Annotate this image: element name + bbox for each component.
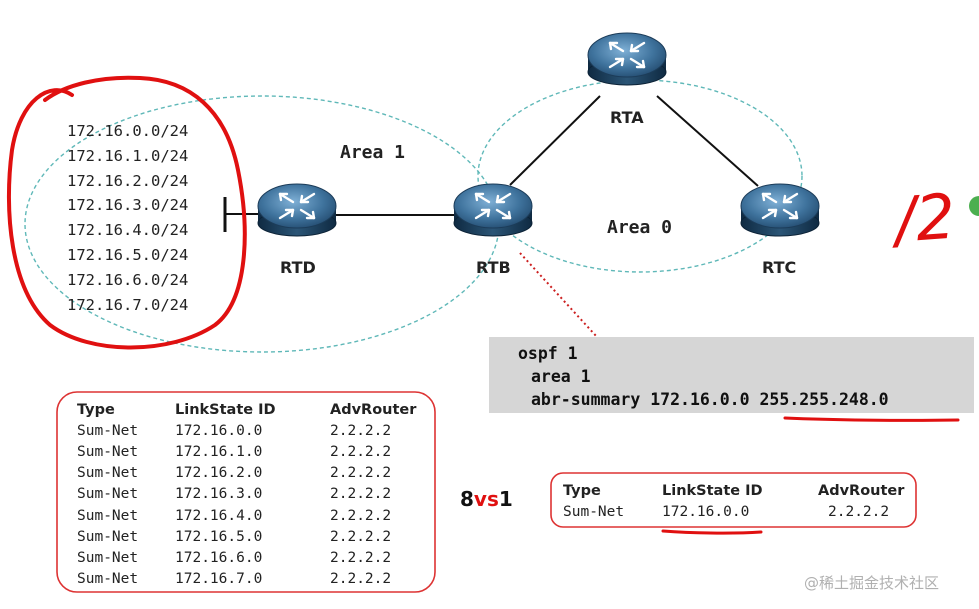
network-item: 172.16.2.0/24 [67, 172, 188, 190]
cell-lsid: 172.16.7.0 [175, 571, 262, 587]
table-after-header-type: Type [563, 483, 601, 499]
cell-type: Sum-Net [77, 550, 138, 566]
router-label-rtd: RTD [280, 258, 316, 277]
cell-lsid: 172.16.5.0 [175, 529, 262, 545]
comparison-mid: vs [474, 487, 499, 511]
comparison-left: 8 [460, 487, 474, 511]
lsdb-table-after [550, 472, 917, 528]
link-rtb-rta [509, 95, 601, 186]
network-item: 172.16.6.0/24 [67, 271, 188, 289]
network-list: 172.16.0.0/24 172.16.1.0/24 172.16.2.0/2… [67, 122, 188, 314]
router-rtb[interactable] [452, 182, 534, 238]
network-item: 172.16.5.0/24 [67, 246, 188, 264]
cell-adv: 2.2.2.2 [828, 504, 889, 520]
table-before-header-type: Type [77, 402, 115, 418]
cell-lsid: 172.16.0.0 [175, 423, 262, 439]
router-rtd[interactable] [256, 182, 338, 238]
table-after-header-lsid: LinkState ID [662, 483, 763, 499]
cell-adv: 2.2.2.2 [330, 423, 391, 439]
comparison-label: 8vs1 [460, 487, 513, 511]
config-line-3: abr-summary 172.16.0.0 255.255.248.0 [531, 390, 889, 409]
summary-underline [661, 529, 763, 535]
cell-adv: 2.2.2.2 [330, 486, 391, 502]
table-row: Sum-Net 172.16.6.0 2.2.2.2 [77, 550, 391, 566]
cell-type: Sum-Net [77, 571, 138, 587]
table-row: Sum-Net 172.16.3.0 2.2.2.2 [77, 486, 391, 502]
cell-adv: 2.2.2.2 [330, 550, 391, 566]
config-line-1: ospf 1 [518, 344, 578, 363]
table-after-header-adv: AdvRouter [818, 483, 905, 499]
table-row: Sum-Net 172.16.1.0 2.2.2.2 [77, 444, 391, 460]
table-row: Sum-Net 172.16.2.0 2.2.2.2 [77, 465, 391, 481]
cell-type: Sum-Net [77, 529, 138, 545]
cell-lsid: 172.16.1.0 [175, 444, 262, 460]
cell-type: Sum-Net [77, 465, 138, 481]
table-row: Sum-Net 172.16.5.0 2.2.2.2 [77, 529, 391, 545]
network-item: 172.16.7.0/24 [67, 296, 188, 314]
cell-adv: 2.2.2.2 [330, 444, 391, 460]
config-pointer [519, 252, 598, 338]
config-line-2: area 1 [531, 367, 591, 386]
router-label-rtc: RTC [762, 258, 796, 277]
watermark: @稀土掘金技术社区 [804, 574, 939, 592]
cell-type: Sum-Net [563, 504, 624, 520]
table-row: Sum-Net 172.16.7.0 2.2.2.2 [77, 571, 391, 587]
cell-adv: 2.2.2.2 [330, 571, 391, 587]
handwritten-annotation-text: /2 [887, 180, 957, 257]
lsdb-table-before [56, 391, 436, 593]
cell-type: Sum-Net [77, 508, 138, 524]
cell-lsid: 172.16.4.0 [175, 508, 262, 524]
router-label-rta: RTA [610, 108, 644, 127]
table-row: Sum-Net 172.16.0.0 2.2.2.2 [563, 504, 889, 520]
comparison-right: 1 [499, 487, 513, 511]
table-before-header-lsid: LinkState ID [175, 402, 276, 418]
network-item: 172.16.4.0/24 [67, 221, 188, 239]
network-item: 172.16.1.0/24 [67, 147, 188, 165]
cell-lsid: 172.16.2.0 [175, 465, 262, 481]
cell-adv: 2.2.2.2 [330, 529, 391, 545]
router-rta[interactable] [586, 31, 668, 87]
cell-adv: 2.2.2.2 [330, 465, 391, 481]
table-row: Sum-Net 172.16.4.0 2.2.2.2 [77, 508, 391, 524]
network-item: 172.16.0.0/24 [67, 122, 188, 140]
cell-lsid: 172.16.0.0 [662, 504, 749, 520]
table-before-header-adv: AdvRouter [330, 402, 417, 418]
network-item: 172.16.3.0/24 [67, 196, 188, 214]
handwritten-annotation: /2 [887, 180, 957, 257]
table-row: Sum-Net 172.16.0.0 2.2.2.2 [77, 423, 391, 439]
area0-label: Area 0 [607, 217, 672, 238]
config-box [489, 337, 974, 413]
cell-type: Sum-Net [77, 423, 138, 439]
cell-adv: 2.2.2.2 [330, 508, 391, 524]
cell-lsid: 172.16.6.0 [175, 550, 262, 566]
router-label-rtb: RTB [476, 258, 511, 277]
cell-lsid: 172.16.3.0 [175, 486, 262, 502]
network-highlight-circle [6, 75, 247, 350]
link-rta-rtc [656, 95, 759, 187]
mask-underline [783, 416, 960, 422]
green-dot [969, 196, 979, 216]
area1-label: Area 1 [340, 142, 405, 163]
router-rtc[interactable] [739, 182, 821, 238]
cell-type: Sum-Net [77, 486, 138, 502]
cell-type: Sum-Net [77, 444, 138, 460]
